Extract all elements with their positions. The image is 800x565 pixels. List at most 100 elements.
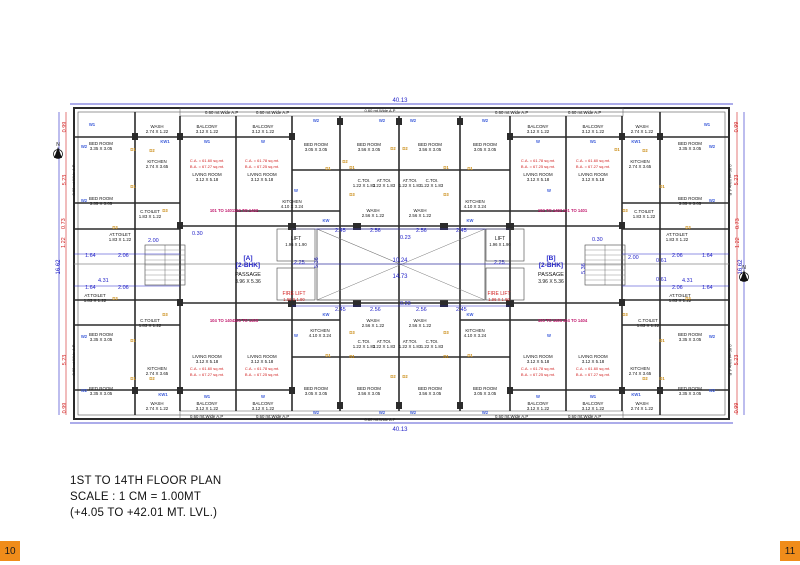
room-wash-lt-size: 2.74 X 1.22 <box>146 129 169 134</box>
right-dim-099-bot: 0.99 <box>734 403 740 414</box>
room-living-lt2: LIVING ROOM <box>247 172 277 177</box>
svg-text:D3: D3 <box>685 225 691 230</box>
room-living-lt1-size: 3.12 X 5.18 <box>196 177 219 182</box>
room-living-lt1: LIVING ROOM <box>192 172 222 177</box>
side-dim-r-431: 4.31 <box>682 278 693 284</box>
ap-label-top-1: 0.60 mt.Wide A.P <box>205 110 238 115</box>
room-wash-rt-size: 2.74 X 1.22 <box>631 129 654 134</box>
room-bed-cb2-size: 3.56 X 3.05 <box>358 391 381 396</box>
passage-dim-bot-4: 2.56 <box>416 307 427 313</box>
room-attoi-c2: AT.TOI. <box>403 178 417 183</box>
flat-a-name: [A] <box>243 255 252 262</box>
svg-text:C.A. = 61.60 sq.mt.: C.A. = 61.60 sq.mt. <box>576 366 610 371</box>
svg-text:D2: D2 <box>390 146 396 151</box>
ap-label-top-3: 0.60 mt.Wide A.P <box>495 110 528 115</box>
svg-text:D1: D1 <box>325 353 331 358</box>
room-balcony-rb2: BALCONY <box>583 401 604 406</box>
room-attoi-cb2-size: 1.22 X 1.83 <box>399 344 422 349</box>
room-balcony-lb1-size: 3.12 X 1.22 <box>196 406 219 411</box>
dim-200-left: 2.00 <box>148 238 159 244</box>
svg-text:D1: D1 <box>659 184 665 189</box>
room-attoilet-rb: AT.TOILET <box>669 293 691 298</box>
svg-text:D2: D2 <box>149 376 155 381</box>
svg-text:D2: D2 <box>390 374 396 379</box>
flat-b-name: [B] <box>546 255 555 262</box>
svg-text:102 TO 1402: 102 TO 1402 <box>538 208 563 213</box>
room-ctoi-cb1: C.TOI. <box>358 339 371 344</box>
room-bed-ct2-size: 3.56 X 3.05 <box>358 147 381 152</box>
unit-numbers: 101 TO 1401 102 TO 1402 102 TO 1402 101 … <box>210 208 588 323</box>
room-kitchen-lt: KITCHEN <box>147 159 166 164</box>
side-dim-l-206-a: 2.06 <box>118 253 129 259</box>
dim-225-right: 2.25 <box>494 260 505 266</box>
room-attoilet-rt-size: 1.83 X 1.22 <box>666 237 689 242</box>
svg-text:D3: D3 <box>162 208 168 213</box>
room-bed-rt2: BED ROOM <box>678 196 702 201</box>
room-living-rb1: LIVING ROOM <box>523 354 553 359</box>
columns <box>132 118 663 409</box>
svg-text:D3: D3 <box>162 312 168 317</box>
room-bed-rt-size: 3.35 X 3.05 <box>679 146 702 151</box>
room-wash-cl: WASH <box>366 208 379 213</box>
svg-text:C.A. = 61.78 sq.mt.: C.A. = 61.78 sq.mt. <box>245 366 279 371</box>
room-wash-rt: WASH <box>635 124 648 129</box>
svg-text:C.A. = 61.78 sq.mt.: C.A. = 61.78 sq.mt. <box>245 158 279 163</box>
room-wash-cbl-size: 2.56 X 1.22 <box>362 323 385 328</box>
svg-text:C.A. = 61.78 sq.mt.: C.A. = 61.78 sq.mt. <box>521 158 555 163</box>
room-kitchen-cbr: KITCHEN <box>465 328 484 333</box>
room-bed-lt2-size: 3.35 X 3.05 <box>90 201 113 206</box>
svg-text:104 TO 1404: 104 TO 1404 <box>210 318 235 323</box>
room-wash-lb-size: 2.74 X 1.22 <box>146 406 169 411</box>
room-attoilet-lb: AT.TOILET <box>84 293 106 298</box>
svg-text:C.A. = 61.60 sq.mt.: C.A. = 61.60 sq.mt. <box>576 158 610 163</box>
room-wash-cr-size: 2.56 X 1.22 <box>409 213 432 218</box>
dim-536-left: 5.36 <box>314 257 320 268</box>
room-living-lt2-size: 3.12 X 5.18 <box>251 177 274 182</box>
svg-text:D1: D1 <box>325 166 331 171</box>
left-dim-099-top: 0.99 <box>62 122 68 133</box>
svg-text:W: W <box>294 188 298 193</box>
room-bed-rb1: BED ROOM <box>678 332 702 337</box>
svg-text:KW: KW <box>323 312 330 317</box>
room-ctoilet-lb-size: 1.83 X 1.22 <box>139 323 162 328</box>
building-inner-outline <box>77 111 726 416</box>
svg-text:104 TO 1404: 104 TO 1404 <box>563 318 588 323</box>
core-dim-1473: 14.73 <box>392 274 408 280</box>
svg-text:W1: W1 <box>204 139 211 144</box>
room-attoi-c2-size: 1.22 X 1.83 <box>399 183 422 188</box>
room-bed-lb2: BED ROOM <box>89 386 113 391</box>
room-balcony-lt2: BALCONY <box>253 124 274 129</box>
room-kitchen-lt-size: 2.74 X 3.65 <box>146 164 169 169</box>
room-bed-ct3-size: 3.56 X 3.05 <box>419 147 442 152</box>
dim-073-right: 0.73 <box>735 218 741 229</box>
lift-left <box>276 228 316 262</box>
svg-text:D2: D2 <box>342 159 348 164</box>
ap-strip-top <box>179 107 624 117</box>
svg-text:W1: W1 <box>590 394 597 399</box>
svg-text:W: W <box>536 139 540 144</box>
room-attoi-cb1-size: 1.22 X 1.83 <box>373 344 396 349</box>
room-bed-rb1-size: 3.35 X 3.05 <box>679 337 702 342</box>
svg-text:W2: W2 <box>709 144 716 149</box>
room-kitchen-cbl: KITCHEN <box>310 328 329 333</box>
svg-text:W1: W1 <box>590 139 597 144</box>
flat-a-type: [2-BHK] <box>236 262 260 269</box>
flat-b-passage: PASSAGE <box>538 272 564 278</box>
svg-text:W2: W2 <box>709 388 716 393</box>
room-bed-lt: BED ROOM <box>89 141 113 146</box>
room-ctoi-cb2: C.TOI. <box>426 339 439 344</box>
ap-label-bot-4: 0.60 mt.Wide A.P <box>568 414 601 419</box>
dim-061-right-b: 0.61 <box>656 277 667 283</box>
svg-text:KW1: KW1 <box>158 392 168 397</box>
room-attoilet-rt: AT.TOILET <box>666 232 688 237</box>
dim-122-left: 1.22 <box>61 237 67 248</box>
passage-dim-bot-2: 2.56 <box>370 307 381 313</box>
plan-caption: 1ST TO 14TH FLOOR PLAN SCALE : 1 CM = 1.… <box>70 473 221 521</box>
svg-text:101 TO 1401: 101 TO 1401 <box>563 208 588 213</box>
room-living-rt2-size: 3.12 X 5.18 <box>582 177 605 182</box>
svg-text:N: N <box>56 142 60 148</box>
lift-right-size: 1.96 X 1.90 <box>489 242 511 247</box>
room-bed-cb1: BED ROOM <box>304 386 328 391</box>
svg-text:W2: W2 <box>379 410 386 415</box>
